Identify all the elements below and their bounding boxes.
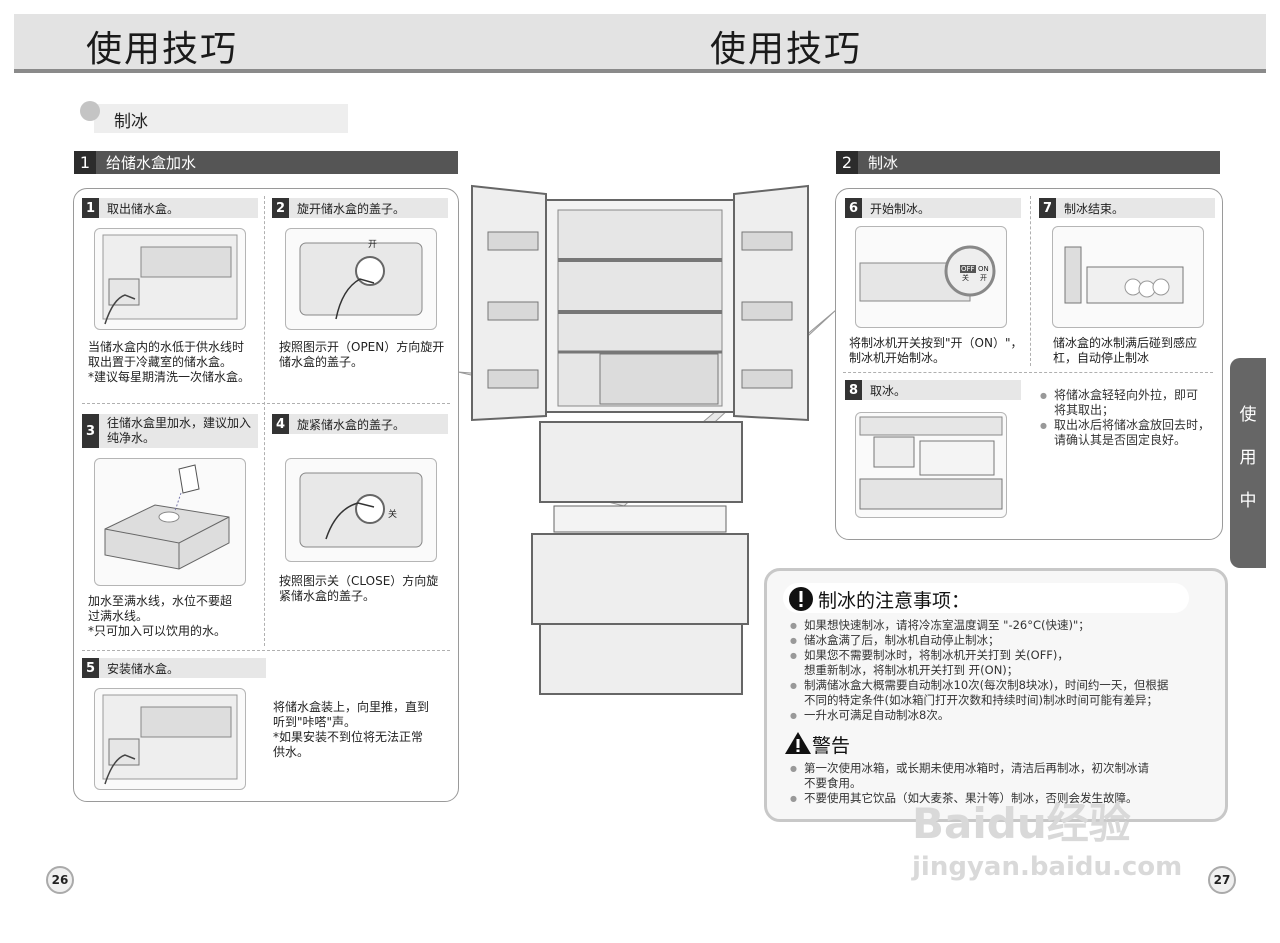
install-tank-icon — [102, 694, 238, 785]
ice-bin-full-icon — [1064, 246, 1184, 304]
side-tab: 使 用 中 — [1230, 358, 1266, 568]
step-6-illustration: OFF ON 关 开 — [855, 226, 1007, 328]
step-2-caption: 按照图示开（OPEN）方向旋开 储水盒的盖子。 — [279, 340, 445, 369]
step-2-header: 2 旋开储水盒的盖子。 — [272, 198, 448, 218]
step-title: 安装储水盒。 — [107, 661, 180, 676]
dial-label-close: 关 — [388, 510, 398, 520]
step-number: 6 — [845, 198, 862, 218]
warning-title: 警告 — [812, 735, 851, 757]
part2-number: 2 — [836, 151, 858, 174]
page-number-right: 27 — [1208, 866, 1236, 894]
divider-horizontal — [843, 372, 1213, 373]
step-8-header: 8 取冰。 — [845, 380, 1021, 400]
info-exclamation-icon — [789, 587, 813, 611]
step-6-header: 6 开始制冰。 — [845, 198, 1021, 218]
take-ice-icon — [859, 416, 1003, 510]
notes-item: 制满储冰盒大概需要自动制冰10次(每次制8块冰)，时间约一天，但根据 不同的特定… — [790, 678, 1214, 708]
notes-item: 一升水可满足自动制冰8次。 — [790, 708, 1214, 723]
step-number: 7 — [1039, 198, 1056, 218]
step-5-illustration — [94, 688, 246, 790]
step-title: 往储水盒里加水，建议加入 纯净水。 — [107, 416, 252, 445]
refrigerator-illustration — [458, 184, 837, 695]
step-number: 5 — [82, 658, 99, 678]
warning-item: 不要使用其它饮品（如大麦茶、果汁等）制冰，否则会发生故障。 — [790, 791, 1214, 806]
page-title-right: 使用技巧 — [710, 29, 863, 70]
divider-vertical — [264, 196, 265, 646]
step-7-header: 7 制冰结束。 — [1039, 198, 1215, 218]
warning-item: 第一次使用冰箱，或长期未使用冰箱时，清洁后再制冰，初次制冰请 不要食用。 — [790, 761, 1214, 791]
step-number: 2 — [272, 198, 289, 218]
section-dot-icon — [80, 101, 100, 121]
warning-triangle-icon — [785, 732, 811, 754]
step-5-header: 5 安装储水盒。 — [82, 658, 266, 678]
step-3-header: 3 往储水盒里加水，建议加入 纯净水。 — [82, 414, 258, 448]
side-tab-char: 使 — [1239, 405, 1257, 425]
step-number: 1 — [82, 198, 99, 218]
step-title: 旋开储水盒的盖子。 — [297, 201, 406, 216]
section-pill — [94, 104, 348, 133]
divider-horizontal — [82, 650, 450, 651]
side-tab-char: 中 — [1239, 491, 1257, 511]
part1-bar: 1 给储水盒加水 — [74, 151, 458, 174]
section-label: 制冰 — [114, 112, 148, 132]
watermark-logo: Baidu经验 — [912, 799, 1131, 848]
notes-list: 如果想快速制冰，请将冷冻室温度调至 "-26°C(快速)"； 储冰盒满了后，制冰… — [790, 618, 1214, 723]
dial-label-open: 开 — [368, 240, 378, 250]
step-1-caption: 当储水盒内的水低于供水线时 取出置于冷藏室的储水盒。 *建议每星期清洗一次储水盒… — [88, 340, 251, 384]
step-5-caption: 将储水盒装上，向里推，直到 听到"咔嗒"声。 *如果安装不到位将无法正常 供水。 — [273, 700, 430, 759]
side-tab-char: 用 — [1239, 448, 1257, 468]
step-title: 取出储水盒。 — [107, 201, 180, 216]
page-number-left: 26 — [46, 866, 74, 894]
part2-bar: 2 制冰 — [836, 151, 1220, 174]
part1-number: 1 — [74, 151, 96, 174]
step-8-bullets: 将储冰盒轻轻向外拉，即可 将其取出； 取出冰后将储冰盒放回去时， 请确认其是否固… — [1040, 388, 1218, 448]
step-4-header: 4 旋紧储水盒的盖子。 — [272, 414, 448, 434]
step-1-illustration — [94, 228, 246, 330]
step-4-illustration: 关 — [285, 458, 437, 562]
step-number: 3 — [82, 414, 99, 448]
header-underline — [14, 69, 1266, 73]
notes-header — [783, 583, 1189, 613]
part1-title: 给储水盒加水 — [106, 154, 197, 172]
step-3-illustration — [94, 458, 246, 586]
notes-title: 制冰的注意事项： — [818, 590, 971, 612]
part2-title: 制冰 — [868, 154, 899, 172]
step-1-header: 1 取出储水盒。 — [82, 198, 258, 218]
step-4-caption: 按照图示关（CLOSE）方向旋 紧储水盒的盖子。 — [279, 574, 439, 603]
switch-off-cn: 关 — [962, 274, 969, 282]
step-3-caption: 加水至满水线，水位不要超 过满水线。 *只可加入可以饮用的水。 — [88, 594, 233, 638]
step-number: 8 — [845, 380, 862, 400]
step-7-caption: 储冰盒的冰制满后碰到感应 杠，自动停止制冰 — [1053, 336, 1198, 365]
step-8-illustration — [855, 412, 1007, 518]
switch-off-label: OFF — [960, 265, 976, 273]
notes-item: 储冰盒满了后，制冰机自动停止制冰； — [790, 633, 1214, 648]
divider-horizontal — [82, 403, 450, 404]
switch-on-label: ON — [978, 265, 989, 273]
step-8-bullet: 将储冰盒轻轻向外拉，即可 将其取出； — [1040, 388, 1218, 418]
step-7-illustration — [1052, 226, 1204, 328]
step-title: 取冰。 — [870, 383, 907, 398]
notes-item: 如果想快速制冰，请将冷冻室温度调至 "-26°C(快速)"； — [790, 618, 1214, 633]
switch-on-cn: 开 — [980, 274, 987, 282]
step-title: 旋紧储水盒的盖子。 — [297, 417, 406, 432]
step-6-caption: 将制冰机开关按到"开（ON）"， 制冰机开始制冰。 — [849, 336, 1023, 365]
step-8-bullet: 取出冰后将储冰盒放回去时， 请确认其是否固定良好。 — [1040, 418, 1218, 448]
close-cap-icon — [299, 472, 423, 548]
page-title-left: 使用技巧 — [86, 29, 239, 70]
watermark-url: jingyan.baidu.com — [912, 852, 1183, 882]
water-tank-removal-icon — [102, 234, 238, 325]
header-bar — [14, 14, 1266, 69]
open-cap-icon — [299, 242, 423, 320]
notes-item: 如果您不需要制冰时，将制冰机开关打到 关(OFF)， 想重新制冰，将制冰机开关打… — [790, 648, 1214, 678]
step-number: 4 — [272, 414, 289, 434]
step-2-illustration: 开 — [285, 228, 437, 330]
fill-water-icon — [104, 464, 230, 570]
warnings-list: 第一次使用冰箱，或长期未使用冰箱时，清洁后再制冰，初次制冰请 不要食用。 不要使… — [790, 761, 1214, 806]
step-title: 开始制冰。 — [870, 201, 931, 216]
step-title: 制冰结束。 — [1064, 201, 1125, 216]
divider-vertical — [1030, 196, 1031, 366]
